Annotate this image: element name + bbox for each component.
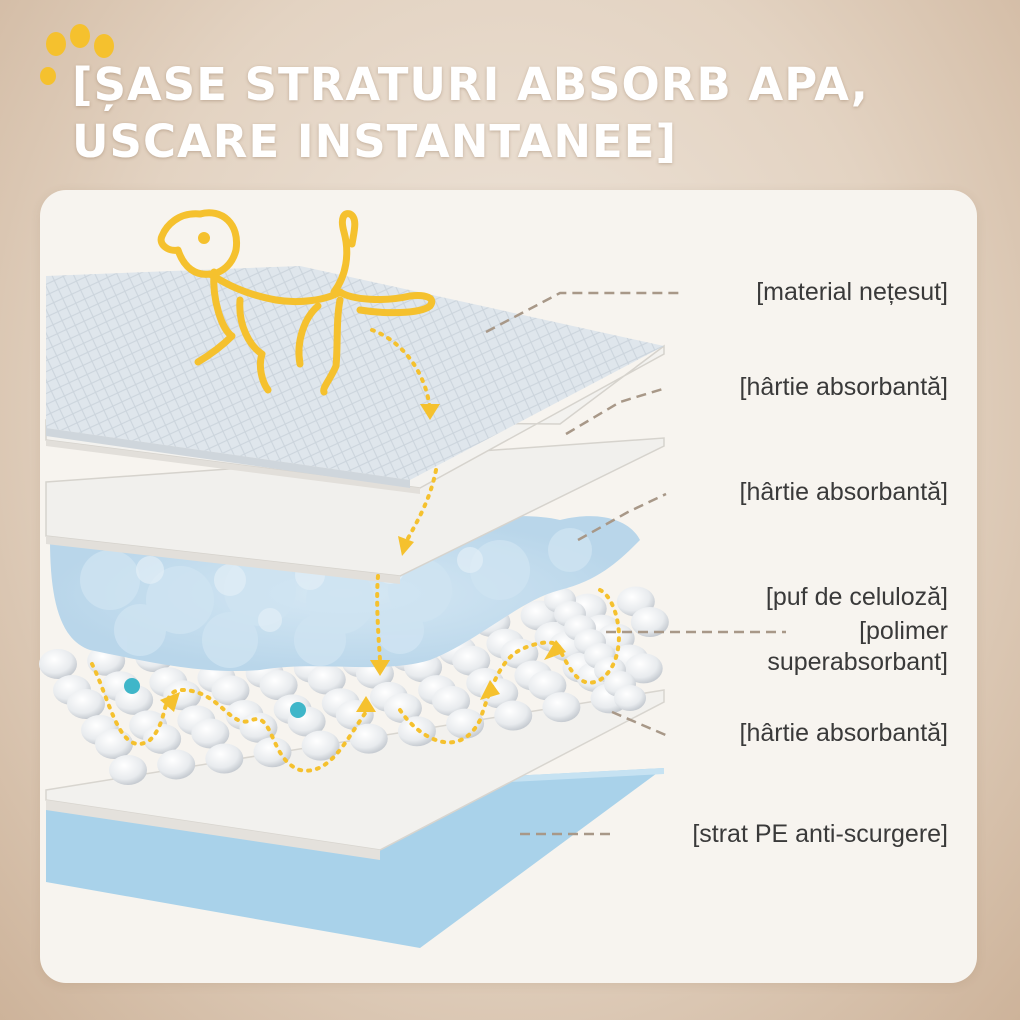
water-droplet [290, 702, 306, 718]
label-absorbent-paper-1: [hârtie absorbantă] [739, 373, 948, 401]
polymer-bead [624, 653, 663, 684]
polymer-bead [253, 737, 292, 768]
polymer-bead [205, 743, 244, 774]
label-absorbent-paper-2: [hârtie absorbantă] [739, 478, 948, 506]
polymer-bead [157, 749, 196, 780]
polymer-bead [143, 723, 182, 754]
layer-nonwoven-top [46, 266, 664, 488]
polymer-bead [542, 692, 581, 723]
title-line-1: [ȘASE STRATURI ABSORB APA, [72, 58, 869, 111]
paw-icon [40, 24, 114, 85]
polymer-bead [614, 685, 646, 711]
polymer-bead [307, 664, 346, 695]
polymer-bead [432, 685, 471, 716]
polymer-bead [301, 730, 340, 761]
label-nonwoven-material: [material nețesut] [756, 278, 948, 306]
polymer-bead [211, 675, 250, 706]
layer-superabsorbent-polymer [39, 586, 669, 785]
page-title: [ȘASE STRATURI ABSORB APA, USCARE INSTAN… [72, 56, 1002, 170]
polymer-bead [109, 755, 147, 785]
polymer-bead [494, 700, 533, 731]
polymer-bead [39, 649, 77, 679]
polymer-bead [239, 712, 278, 743]
label-pe-anti-leak: [strat PE anti-scurgere] [692, 820, 948, 848]
polymer-bead [67, 689, 105, 719]
leader-lines [485, 291, 786, 836]
dog-outline-icon [157, 209, 436, 396]
label-superabsorbent-polymer: [polimer superabsorbant] [767, 616, 948, 678]
label-superabsorbent-line-1: [polimer [859, 617, 948, 645]
polymer-bead [349, 723, 388, 754]
arrowheads [160, 404, 566, 712]
label-superabsorbent-line-2: superabsorbant] [767, 648, 948, 676]
polymer-bead [630, 606, 669, 637]
water-droplet [124, 678, 140, 694]
label-absorbent-paper-3: [hârtie absorbantă] [739, 719, 948, 747]
polymer-bead [95, 729, 133, 759]
polymer-bead [452, 645, 491, 676]
polymer-bead [115, 684, 154, 715]
layer-absorbent-paper-2 [45, 437, 665, 584]
polymer-bead [191, 718, 230, 749]
label-cellulose-fluff: [puf de celuloză] [765, 583, 948, 611]
polymer-bead [383, 693, 422, 724]
title-line-2: USCARE INSTANTANEE] [72, 115, 678, 168]
polymer-bead [259, 670, 298, 701]
